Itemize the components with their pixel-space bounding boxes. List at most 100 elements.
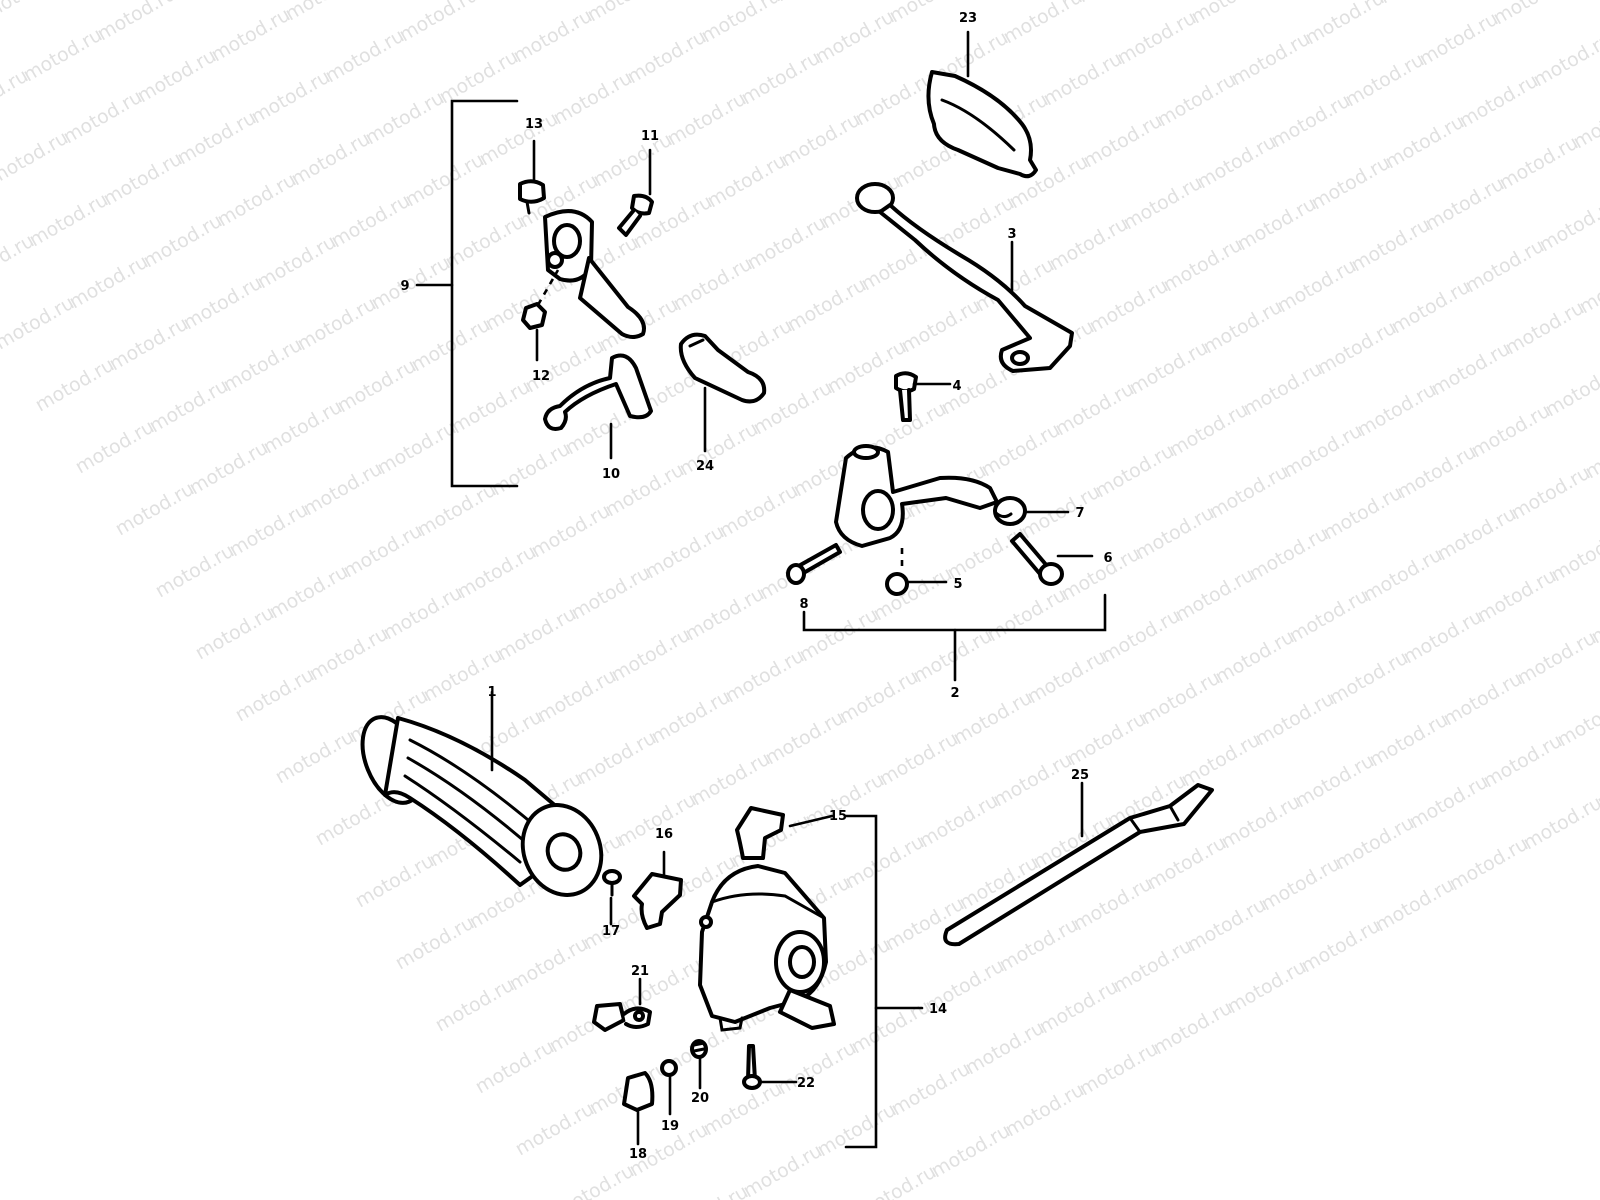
watermark-text: motod.ru xyxy=(1194,131,1280,194)
watermark-text: motod.ru xyxy=(1274,255,1360,318)
watermark-text: motod.ru xyxy=(1554,689,1600,752)
part-19-ball xyxy=(660,1059,678,1077)
watermark-text: motod.ru xyxy=(1110,935,1196,998)
watermark-text: motod.ru xyxy=(814,1099,900,1162)
watermark-text: motod.ru xyxy=(414,479,500,542)
part-number-6: 6 xyxy=(1103,551,1112,566)
part-number-5: 5 xyxy=(953,577,962,592)
watermark-text: motod.ru xyxy=(962,1017,1048,1080)
part-15-cover xyxy=(735,806,785,860)
watermark-text: motod.ru xyxy=(1548,524,1600,587)
part-21-switch-knob xyxy=(592,1002,652,1032)
watermark-text: motod.ru xyxy=(1240,358,1326,421)
part-number-22: 22 xyxy=(797,1076,815,1091)
watermark-text: motod.ru xyxy=(282,0,368,25)
watermark-text: motod.ru xyxy=(1086,275,1172,338)
watermark-text: motod.ru xyxy=(1440,668,1526,731)
watermark-text: motod.ru xyxy=(1406,771,1492,834)
watermark-text: motod.ru xyxy=(1172,564,1258,627)
watermark-text: motod.ru xyxy=(470,0,556,5)
watermark-text: motod.ru xyxy=(1416,8,1502,71)
watermark-text: motod.ru xyxy=(1536,194,1600,257)
part-number-19: 19 xyxy=(661,1119,679,1134)
watermark-text: motod.ru xyxy=(0,127,72,190)
watermark-text: motod.ru xyxy=(704,150,790,213)
watermark-text: motod.ru xyxy=(1394,441,1480,504)
watermark-text: motod.ru xyxy=(928,1120,1014,1183)
watermark-text: motod.ru xyxy=(1178,729,1264,792)
watermark-text: motod.ru xyxy=(1126,337,1212,400)
watermark-text: motod.ru xyxy=(852,68,938,131)
watermark-text: motod.ru xyxy=(888,1058,974,1121)
watermark-text: motod.ru xyxy=(1474,565,1560,628)
watermark-text: motod.ru xyxy=(1382,111,1468,174)
watermark-text: motod.ru xyxy=(552,1160,638,1200)
watermark-text: motod.ru xyxy=(374,417,460,480)
watermark-text: motod.ru xyxy=(1040,48,1126,111)
part-10-lever xyxy=(543,353,653,431)
watermark-text: motod.ru xyxy=(1138,667,1224,730)
watermark-text: motod.ru xyxy=(260,396,346,459)
watermark-text: motod.ru xyxy=(1388,276,1474,339)
watermark-text: motod.ru xyxy=(1302,0,1388,49)
part-1-handlebar-grip xyxy=(360,715,604,897)
watermark-text: motod.ru xyxy=(1132,502,1218,565)
watermark-text: motod.ru xyxy=(648,686,734,749)
part-number-23: 23 xyxy=(959,11,977,26)
watermark-text: motod.ru xyxy=(1348,214,1434,277)
watermark-text: motod.ru xyxy=(1258,853,1344,916)
watermark-text: motod.ru xyxy=(848,996,934,1059)
watermark-text: motod.ru xyxy=(168,0,254,4)
watermark-text: motod.ru xyxy=(1160,234,1246,297)
watermark-text: motod.ru xyxy=(1080,110,1166,173)
watermark-text: motod.ru xyxy=(186,437,272,500)
part-22-screw xyxy=(742,1044,762,1090)
watermark-text: motod.ru xyxy=(26,189,112,252)
watermark-text: motod.ru xyxy=(1098,605,1184,668)
watermark-text: motod.ru xyxy=(944,522,1030,585)
watermark-text: motod.ru xyxy=(1224,956,1310,1019)
watermark-text: motod.ru xyxy=(1184,894,1270,957)
watermark-text: motod.ru xyxy=(762,707,848,770)
watermark-text: motod.ru xyxy=(1480,730,1566,793)
part-number-7: 7 xyxy=(1075,506,1084,521)
part-14-switch-housing xyxy=(698,864,836,1032)
watermark-text: motod.ru xyxy=(1280,420,1366,483)
part-number-8: 8 xyxy=(799,597,808,612)
watermark-text: motod.ru xyxy=(60,86,146,149)
leader-15 xyxy=(788,814,834,828)
watermark-text: motod.ru xyxy=(510,5,596,68)
watermark-text: motod.ru xyxy=(362,87,448,150)
watermark-text: motod.ru xyxy=(1046,213,1132,276)
watermark-text: motod.ru xyxy=(984,584,1070,647)
watermark-text: motod.ru xyxy=(512,1098,598,1161)
part-2-lever-bracket xyxy=(834,444,999,548)
watermark-text: motod.ru xyxy=(1520,792,1600,855)
part-23-lever-cover xyxy=(926,70,1038,179)
watermark-text: motod.ru xyxy=(700,1078,786,1141)
watermark-text: motod.ru xyxy=(738,47,824,110)
watermark-text: motod.ru xyxy=(642,521,728,584)
watermark-text: motod.ru xyxy=(232,664,318,727)
watermark-text: motod.ru xyxy=(1496,132,1582,195)
part-number-10: 10 xyxy=(602,467,620,482)
watermark-text: motod.ru xyxy=(432,974,518,1037)
watermark-text: motod.ru xyxy=(1188,0,1274,28)
watermark-text: motod.ru xyxy=(1234,193,1320,256)
watermark-text: motod.ru xyxy=(32,354,118,417)
part-number-20: 20 xyxy=(691,1091,709,1106)
watermark-text: motod.ru xyxy=(978,419,1064,482)
part-3-lever xyxy=(855,182,1074,373)
watermark-text: motod.ru xyxy=(254,231,340,294)
part-12-nut xyxy=(521,302,547,330)
watermark-text: motod.ru xyxy=(140,210,226,273)
watermark-text: motod.ru xyxy=(574,727,660,790)
watermark-text: motod.ru xyxy=(1332,812,1418,875)
watermark-text: motod.ru xyxy=(1490,0,1576,29)
watermark-text: motod.ru xyxy=(1144,832,1230,895)
watermark-text: motod.ru xyxy=(910,625,996,688)
watermark-text: motod.ru xyxy=(1286,585,1372,648)
part-6-adjuster-bolt xyxy=(1010,532,1064,586)
watermark-text: motod.ru xyxy=(1422,173,1508,236)
watermark-text: motod.ru xyxy=(1120,172,1206,235)
